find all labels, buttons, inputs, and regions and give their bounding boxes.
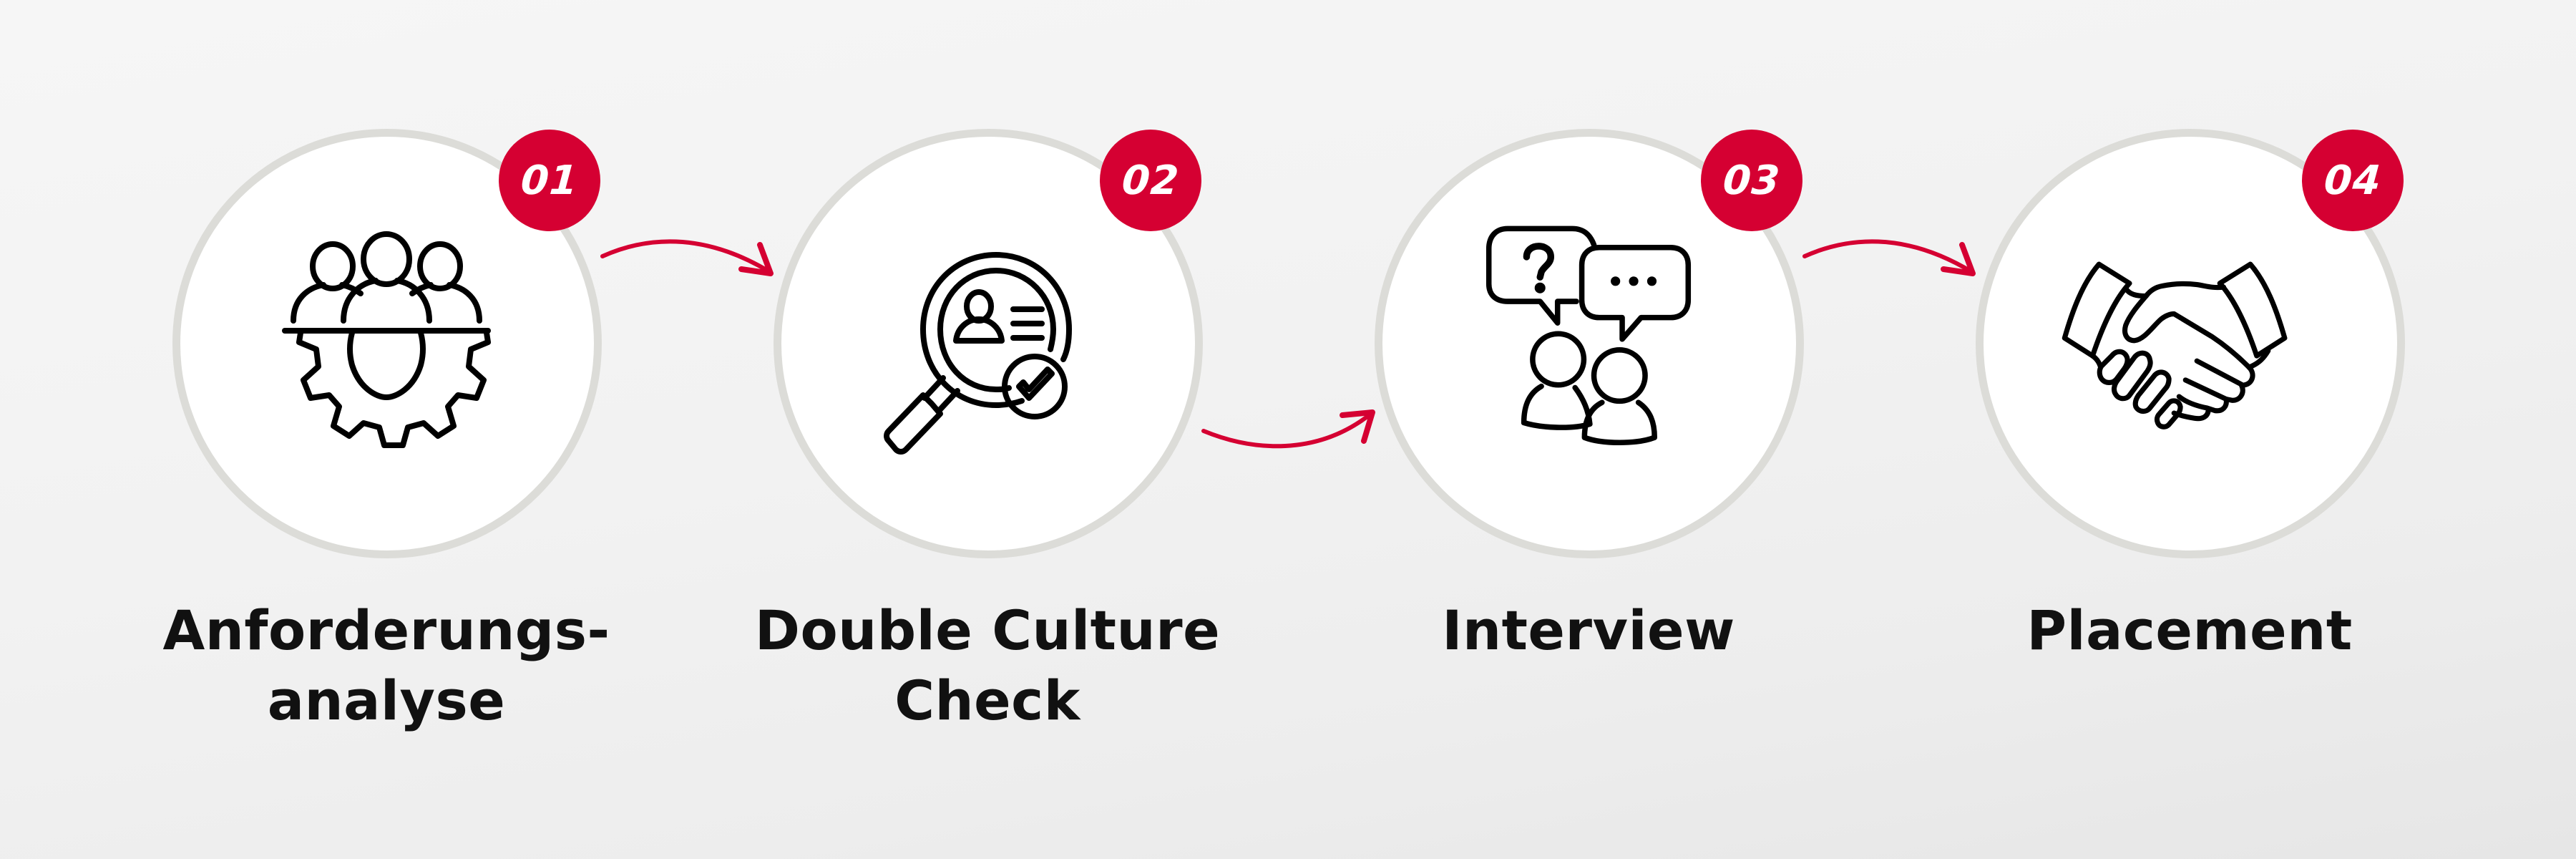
step-circle <box>1976 129 2405 558</box>
step-03: 03 Interview <box>1202 0 1804 859</box>
step-number: 03 <box>1721 157 1782 204</box>
step-label-line1: Double Culture <box>754 598 1221 662</box>
step-01: 01 Anforderungs- analyse <box>0 0 610 859</box>
team-gear-icon <box>272 229 501 458</box>
step-label: Interview <box>1288 596 1889 666</box>
step-label-line2: Check <box>894 669 1080 732</box>
arrow-connector-2 <box>1195 401 1381 458</box>
arrow-connector-3 <box>1796 229 1982 286</box>
step-02: 02 Double Culture Check <box>601 0 1220 859</box>
step-label-line1: Placement <box>2026 598 2353 662</box>
step-number-badge: 04 <box>2302 130 2404 231</box>
step-label: Placement <box>1889 596 2490 666</box>
step-number: 01 <box>519 157 580 204</box>
arrow-connector-1 <box>594 229 780 286</box>
step-number: 04 <box>2322 157 2384 204</box>
handshake-icon <box>2061 236 2290 465</box>
step-number: 02 <box>1120 157 1181 204</box>
magnifier-profile-check-icon <box>873 229 1102 458</box>
step-label-line1: Interview <box>1442 598 1735 662</box>
interview-speech-bubbles-icon <box>1474 222 1703 451</box>
step-label: Anforderungs- analyse <box>86 596 687 736</box>
step-label-line1: Anforderungs- <box>162 598 610 662</box>
step-number-badge: 02 <box>1100 130 1201 231</box>
step-label-line2: analyse <box>267 669 506 732</box>
step-number-badge: 03 <box>1701 130 1802 231</box>
step-number-badge: 01 <box>499 130 600 231</box>
step-04: 04 Placement <box>1803 0 2405 859</box>
step-label: Double Culture Check <box>687 596 1288 736</box>
